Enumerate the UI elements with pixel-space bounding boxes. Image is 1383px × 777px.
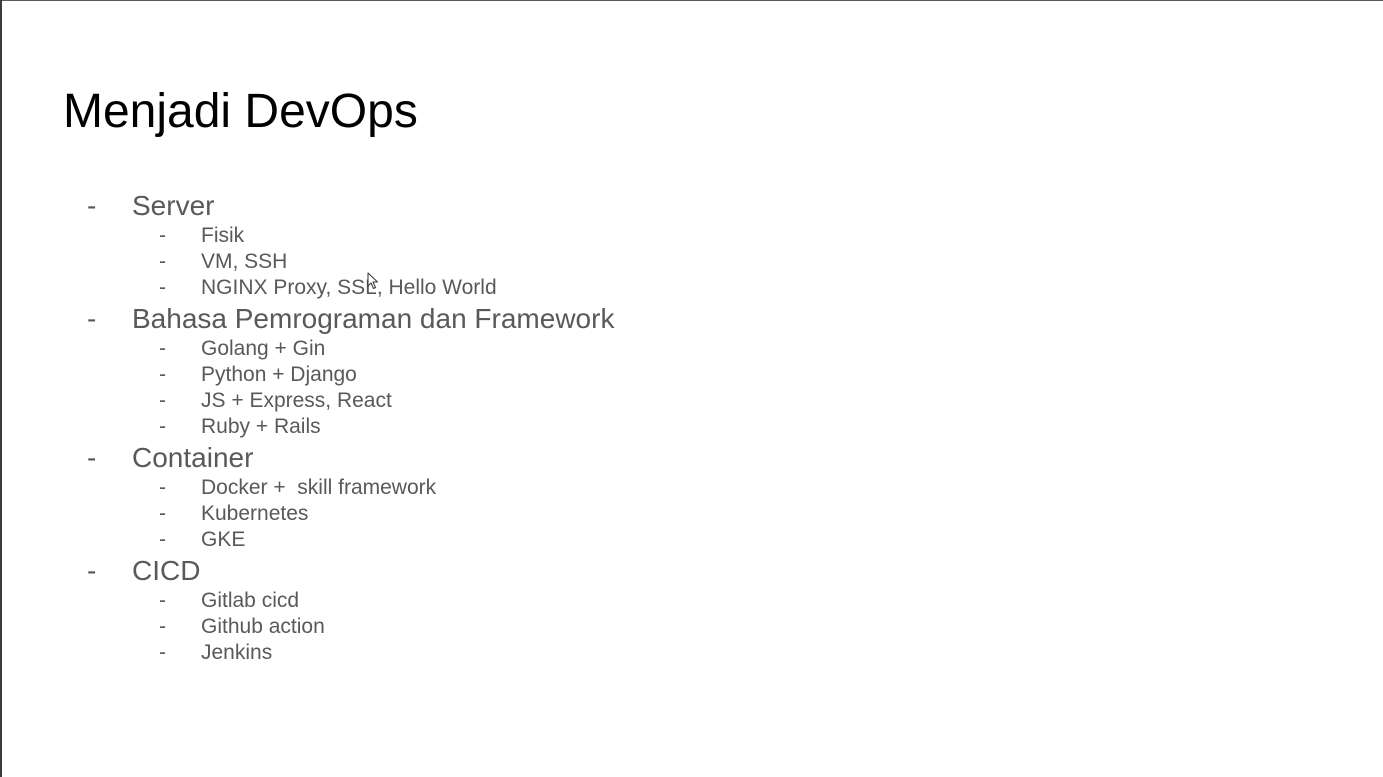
bullet-dash: - — [159, 615, 166, 638]
bullet-dash: - — [159, 363, 166, 386]
list-item-label: Docker + skill framework — [201, 476, 437, 499]
list-item: - Golang + Gin — [2, 336, 902, 362]
bullet-dash: - — [159, 528, 166, 551]
bullet-dash: - — [159, 476, 166, 499]
window-left-border — [0, 0, 2, 777]
section-cicd: - CICD — [2, 553, 902, 588]
list-item-label: Golang + Gin — [201, 337, 326, 360]
bullet-dash: - — [87, 190, 97, 221]
list-item: - Ruby + Rails — [2, 414, 902, 440]
section-label: Server — [132, 190, 215, 221]
list-item: - Github action — [2, 614, 902, 640]
bullet-dash: - — [159, 276, 166, 299]
bullet-dash: - — [87, 442, 97, 473]
list-item-label: GKE — [201, 528, 246, 551]
section-server: - Server — [2, 188, 902, 223]
bullet-dash: - — [159, 250, 166, 273]
list-item: - Jenkins — [2, 640, 902, 666]
list-item: - Docker + skill framework — [2, 475, 902, 501]
bullet-dash: - — [159, 337, 166, 360]
list-item-label: Fisik — [201, 224, 245, 247]
section-programming-languages: - Bahasa Pemrograman dan Framework — [2, 301, 902, 336]
list-item-label: JS + Express, React — [201, 389, 392, 412]
bullet-dash: - — [159, 389, 166, 412]
list-item: - JS + Express, React — [2, 388, 902, 414]
bullet-outline: - Server - Fisik - VM, SSH - NGINX Proxy… — [2, 188, 902, 666]
bullet-dash: - — [87, 555, 97, 586]
list-item: - VM, SSH — [2, 249, 902, 275]
list-item-label: Ruby + Rails — [201, 415, 321, 438]
list-item: - NGINX Proxy, SSL, Hello World — [2, 275, 902, 301]
bullet-dash: - — [159, 415, 166, 438]
bullet-dash: - — [159, 589, 166, 612]
list-item-label: Github action — [201, 615, 325, 638]
list-item-label: NGINX Proxy, SSL, Hello World — [201, 276, 497, 299]
list-item: - Gitlab cicd — [2, 588, 902, 614]
bullet-dash: - — [87, 303, 97, 334]
list-item-label: Kubernetes — [201, 502, 309, 525]
list-item: - Kubernetes — [2, 501, 902, 527]
list-item: - GKE — [2, 527, 902, 553]
list-item: - Fisik — [2, 223, 902, 249]
window-top-border — [0, 0, 1383, 1]
bullet-dash: - — [159, 224, 166, 247]
list-item: - Python + Django — [2, 362, 902, 388]
mouse-pointer-icon — [367, 272, 378, 289]
section-label: Container — [132, 442, 254, 473]
list-item-label: Python + Django — [201, 363, 357, 386]
section-container: - Container — [2, 440, 902, 475]
bullet-dash: - — [159, 502, 166, 525]
slide-title: Menjadi DevOps — [63, 85, 418, 138]
section-label: CICD — [132, 555, 201, 586]
section-label: Bahasa Pemrograman dan Framework — [132, 303, 615, 334]
list-item-label: Jenkins — [201, 641, 273, 664]
list-item-label: Gitlab cicd — [201, 589, 300, 612]
list-item-label: VM, SSH — [201, 250, 288, 273]
bullet-dash: - — [159, 641, 166, 664]
